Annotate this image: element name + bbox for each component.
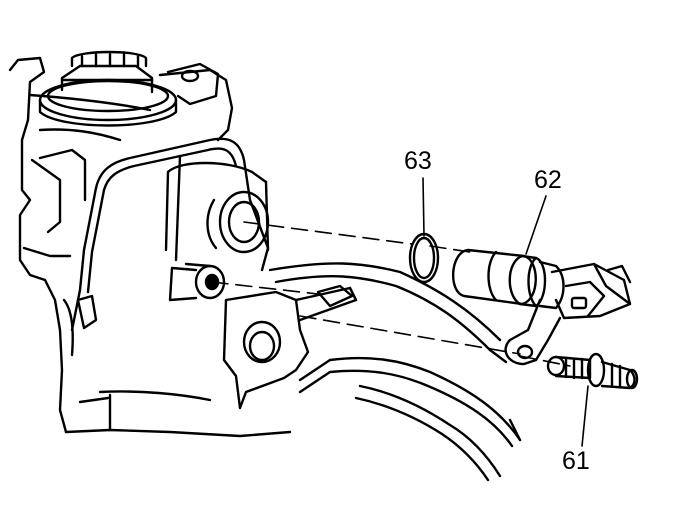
transmission-housing xyxy=(10,58,290,436)
lower-bracket xyxy=(224,286,356,408)
housing-face-plate xyxy=(72,139,268,330)
callout-61: 61 xyxy=(562,447,590,475)
bolt-part-61 xyxy=(548,354,637,388)
top-bolt-boss xyxy=(40,52,218,126)
speed-sensor-part-62 xyxy=(453,250,630,364)
sensor-bore-port xyxy=(166,163,268,252)
o-ring-part-63 xyxy=(410,234,438,282)
callout-leaders xyxy=(423,178,588,446)
pan-rail-lines xyxy=(270,263,520,480)
callout-62: 62 xyxy=(534,166,562,194)
callout-63: 63 xyxy=(404,147,432,175)
